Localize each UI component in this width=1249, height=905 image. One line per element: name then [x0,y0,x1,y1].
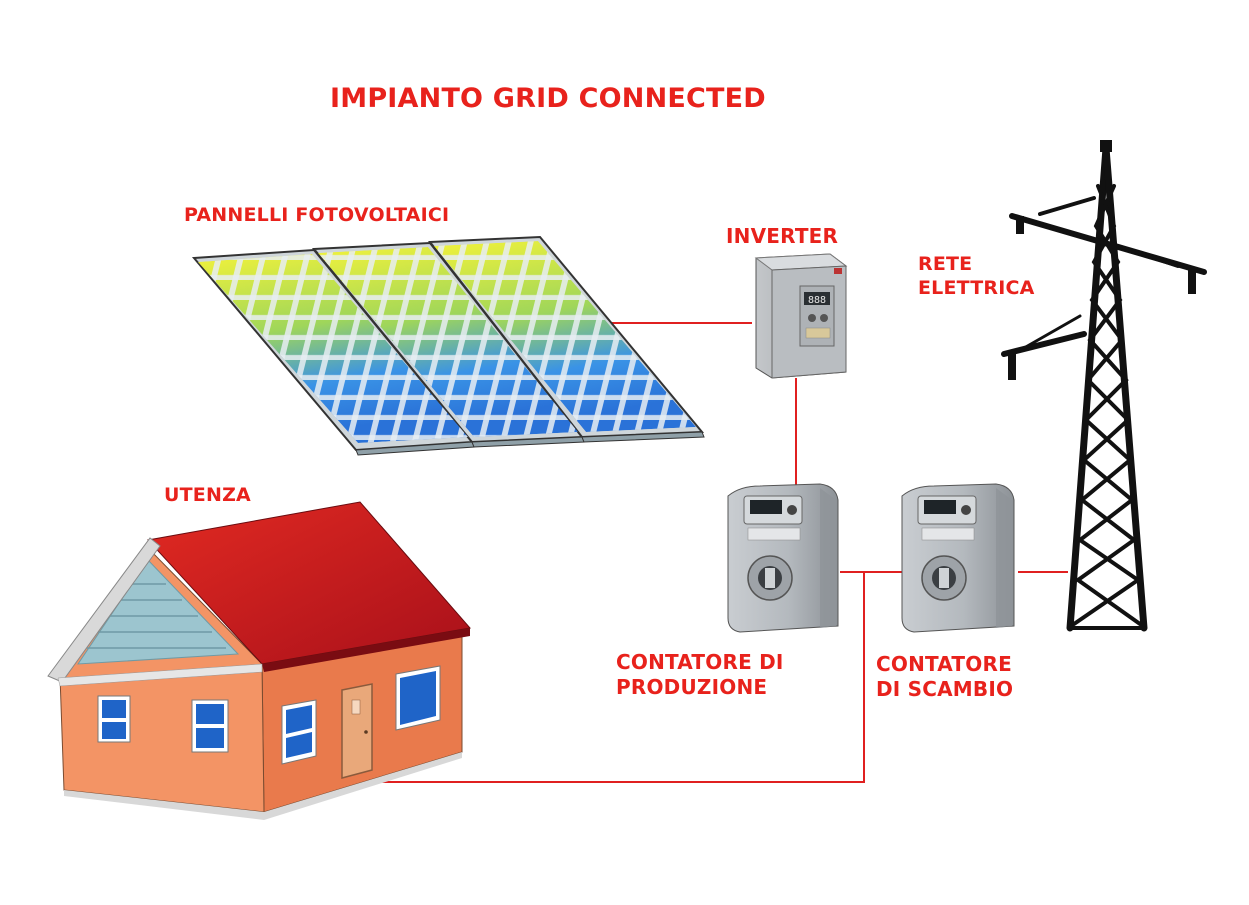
door [341,683,373,779]
solar-panels-icon [191,235,705,456]
production-meter-label-line2: PRODUZIONE [616,675,768,699]
solar-panel [434,241,696,432]
grid-label-line1: RETE [918,253,973,275]
exchange-meter-label-line1: CONTATORE [876,652,1012,676]
exchange-meter-label: CONTATORE DI SCAMBIO [876,652,1013,702]
inverter-icon: 888 [754,253,848,379]
electric-meter-icon [727,483,839,633]
house-icon [47,501,471,820]
exchange-meter-label-line2: DI SCAMBIO [876,677,1014,701]
page-title: IMPIANTO GRID CONNECTED [330,83,766,114]
window [281,699,317,765]
electric-meter-icon [901,483,1015,633]
wire-house-link [336,572,865,783]
grid-label-line2: ELETTRICA [918,276,1035,299]
production-meter-label-line1: CONTATORE DI [616,650,784,674]
inverter-label: INVERTER [726,224,839,248]
production-meter-label: CONTATORE DI PRODUZIONE [616,650,784,700]
window [395,665,441,731]
solar-panel [198,254,468,443]
wires [336,322,1068,783]
inverter-display: 888 [808,295,826,306]
solar-panel [318,247,578,437]
grid-label: RETE ELETTRICA [918,253,1035,301]
panels-label: PANNELLI FOTOVOLTAICI [184,204,450,226]
window [191,699,229,753]
window [97,695,131,743]
user-label: UTENZA [164,484,251,506]
power-pylon-icon [1001,140,1207,632]
